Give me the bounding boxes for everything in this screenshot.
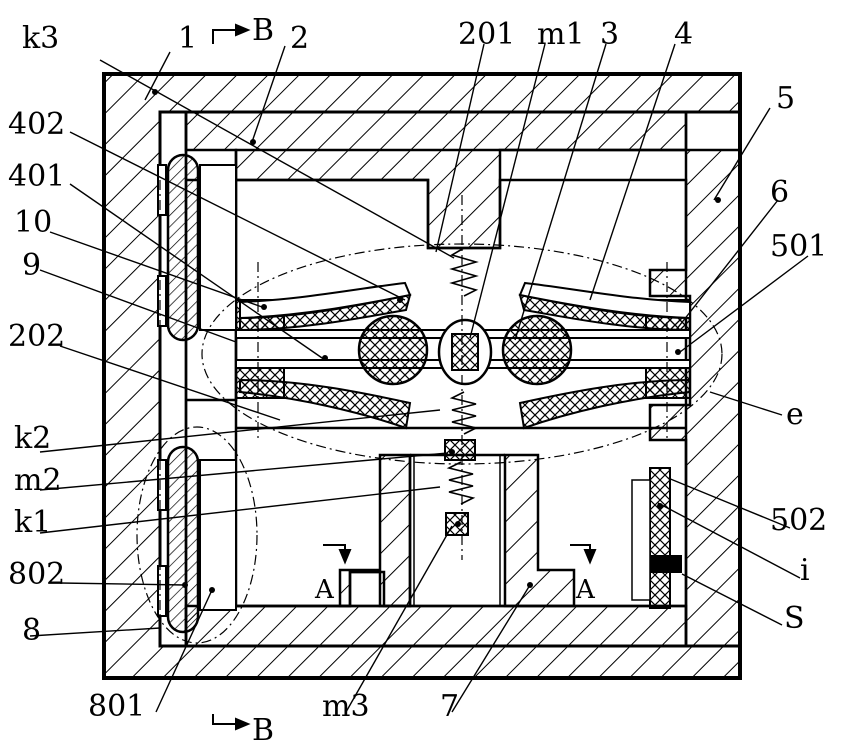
label-6: 6 — [770, 175, 789, 210]
label-801: 801 — [88, 689, 145, 724]
label-401: 401 — [8, 159, 65, 194]
label-m1: m1 — [537, 17, 585, 52]
section-label-a-left: A — [314, 575, 335, 605]
label-10: 10 — [14, 205, 52, 240]
label-201: 201 — [458, 17, 515, 52]
section-label-b-top: B — [252, 13, 274, 48]
rollers-3 — [359, 316, 571, 384]
label-202: 202 — [8, 319, 65, 354]
label-4: 4 — [674, 17, 693, 52]
label-k3: k3 — [22, 21, 59, 56]
label-m2: m2 — [14, 463, 62, 498]
label-S: S — [784, 601, 805, 636]
label-8: 8 — [22, 613, 41, 648]
label-402: 402 — [8, 107, 65, 142]
label-m3: m3 — [322, 689, 370, 724]
label-2: 2 — [290, 21, 309, 56]
label-7: 7 — [440, 689, 459, 724]
label-802: 802 — [8, 557, 65, 592]
section-label-a-right: A — [575, 575, 596, 605]
label-1: 1 — [178, 21, 197, 56]
springs — [445, 248, 476, 535]
label-e: e — [786, 397, 804, 432]
label-9: 9 — [22, 248, 41, 283]
label-502: 502 — [770, 503, 827, 538]
label-i: i — [800, 553, 810, 588]
lower-block-7 — [236, 455, 574, 606]
label-k1: k1 — [14, 505, 51, 540]
label-k2: k2 — [14, 421, 51, 456]
label-5: 5 — [776, 81, 795, 116]
left-channel — [158, 112, 236, 646]
label-3: 3 — [600, 17, 619, 52]
section-label-b-bottom: B — [252, 713, 274, 748]
label-501: 501 — [770, 229, 827, 264]
right-lower-element — [632, 468, 682, 608]
